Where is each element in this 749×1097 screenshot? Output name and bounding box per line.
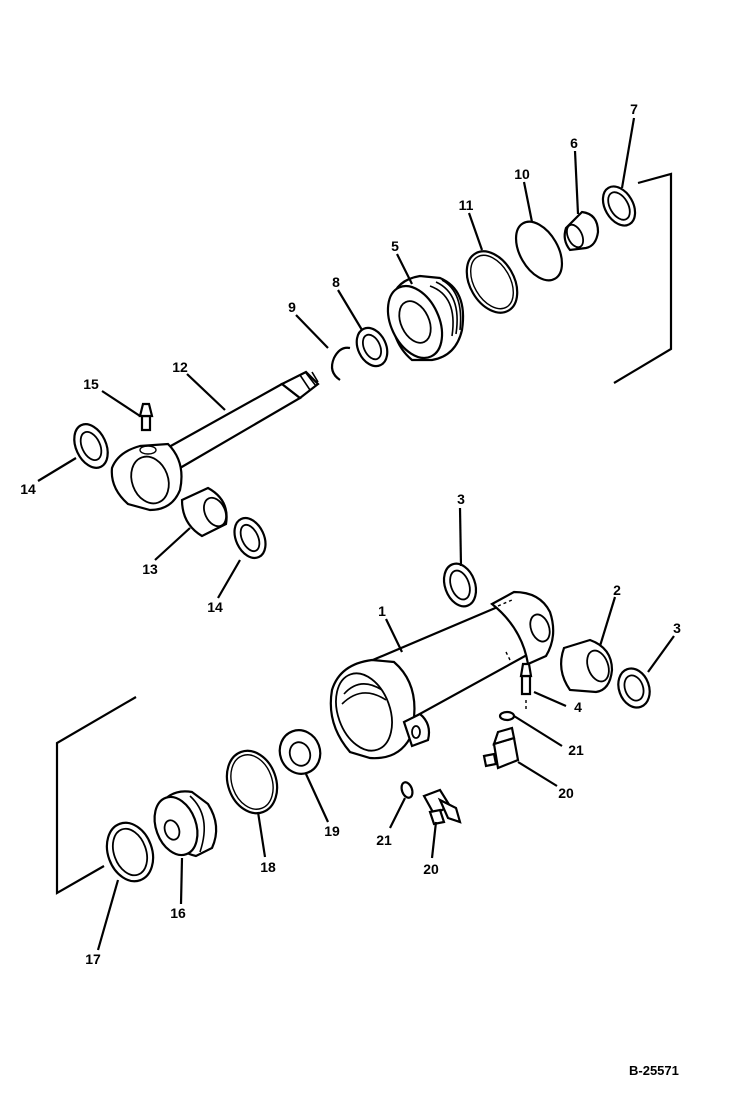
- part-14-seal-lower: [233, 516, 267, 560]
- callout-11: 11: [459, 197, 474, 213]
- part-11-ring: [465, 250, 519, 314]
- part-15-grease-fitting: [138, 402, 154, 432]
- callout-1: 1: [378, 603, 386, 619]
- part-1-cylinder-tube: [329, 590, 555, 760]
- part-14-seal-upper: [73, 423, 109, 469]
- part-13-bushing: [180, 486, 228, 538]
- callout-3-lower: 3: [673, 620, 681, 636]
- callout-6: 6: [570, 135, 578, 151]
- callout-21-lower: 21: [376, 832, 392, 848]
- callout-21-upper: 21: [568, 742, 584, 758]
- callout-16: 16: [170, 905, 186, 921]
- part-10-o-ring: [514, 220, 564, 282]
- rod-eye: [110, 442, 183, 512]
- callout-15: 15: [83, 376, 99, 392]
- callout-20-upper: 20: [558, 785, 574, 801]
- callout-3-upper: 3: [457, 491, 465, 507]
- part-17-seal: [105, 821, 155, 883]
- part-5-cylinder-head: [386, 274, 465, 362]
- drawing-code: B-25571: [629, 1063, 679, 1078]
- part-7-ring: [601, 185, 637, 227]
- callout-13: 13: [142, 561, 158, 577]
- callout-17: 17: [85, 951, 101, 967]
- part-12-piston-rod: [158, 370, 320, 470]
- callout-2: 2: [613, 582, 621, 598]
- part-21-o-ring-lower: [400, 781, 414, 799]
- callout-19: 19: [324, 823, 340, 839]
- part-21-o-ring-upper: [498, 710, 516, 722]
- callout-14-lower: 14: [207, 599, 223, 615]
- callout-9: 9: [288, 299, 296, 315]
- callout-8: 8: [332, 274, 340, 290]
- part-19-nut: [278, 729, 322, 775]
- part-20-fitting-upper: [482, 726, 520, 770]
- part-16-piston: [153, 790, 218, 858]
- callout-14-upper: 14: [20, 481, 36, 497]
- part-20-fitting-lower: [422, 788, 462, 826]
- callout-7: 7: [630, 101, 638, 117]
- part-3-seal-lower: [617, 667, 651, 709]
- part-8-seal: [355, 326, 389, 368]
- callout-4: 4: [574, 699, 582, 715]
- part-4-grease-fitting: [505, 651, 533, 712]
- leader-lines: [37, 117, 675, 951]
- callout-12: 12: [172, 359, 188, 375]
- callout-20-lower: 20: [423, 861, 439, 877]
- part-2-bushing: [559, 638, 614, 694]
- callout-10: 10: [514, 166, 530, 182]
- bracket-upper-right: [613, 172, 673, 384]
- callout-5: 5: [391, 238, 399, 254]
- part-6-bushing: [563, 210, 600, 252]
- bracket-lower-left: [55, 696, 137, 895]
- part-3-seal-upper: [442, 562, 478, 608]
- callout-18: 18: [260, 859, 276, 875]
- part-18-wear-ring: [225, 749, 279, 815]
- part-9-snap-ring: [330, 346, 351, 381]
